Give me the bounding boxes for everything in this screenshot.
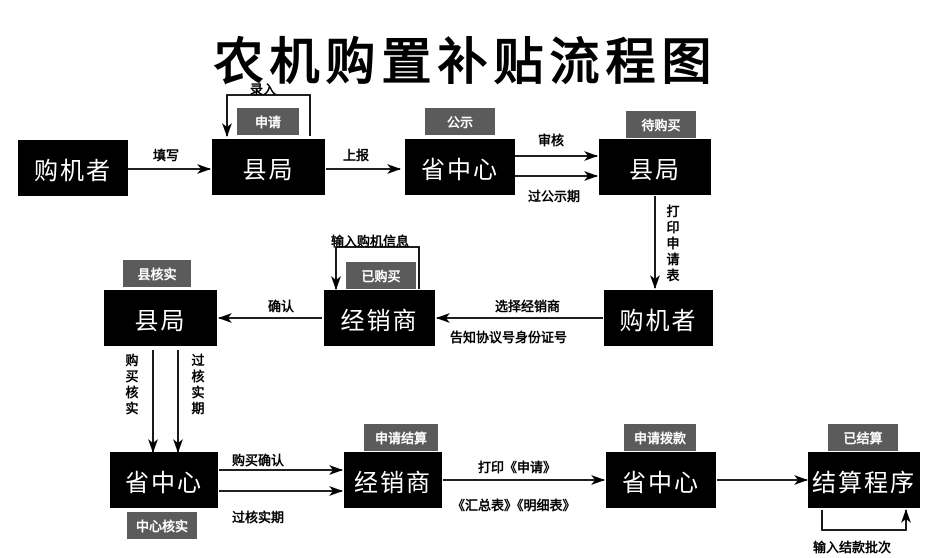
label-purchase-verify: 购买核实 xyxy=(125,354,139,417)
arrow-input-info xyxy=(331,246,420,290)
label-entry: 录入 xyxy=(250,83,277,98)
label-report: 上报 xyxy=(343,149,370,164)
page-title: 农机购置补贴流程图 xyxy=(213,33,718,91)
node-county-3: 县局 xyxy=(104,290,217,346)
label-fill: 填写 xyxy=(153,149,180,164)
node-province-3: 省中心 xyxy=(606,452,716,508)
label-print-form: 打印申请表 xyxy=(666,205,680,284)
tag-apply-settlement: 申请结算 xyxy=(364,424,438,451)
node-county-1: 县局 xyxy=(212,139,325,195)
tag-settled: 已结算 xyxy=(828,424,898,451)
tag-purchased: 已购买 xyxy=(346,262,416,289)
label-input-batch: 输入结款批次 xyxy=(813,541,892,556)
label-after-verify: 过核实期 xyxy=(191,354,205,417)
arrow-input-batch xyxy=(821,509,911,531)
label-after-verify-2: 过核实期 xyxy=(232,511,285,526)
node-dealer-2: 经销商 xyxy=(344,452,442,508)
node-settlement: 结算程序 xyxy=(808,452,920,508)
node-province-1: 省中心 xyxy=(405,139,515,195)
label-review: 审核 xyxy=(538,134,565,149)
node-dealer-1: 经销商 xyxy=(324,290,435,346)
tag-apply: 申请 xyxy=(237,108,299,135)
label-summary-detail: 《汇总表》《明细表》 xyxy=(452,499,576,514)
label-inform-id: 告知协议号身份证号 xyxy=(450,331,568,346)
tag-county-verify: 县核实 xyxy=(123,260,191,287)
arrow-entry xyxy=(222,94,311,137)
label-purchase-confirm: 购买确认 xyxy=(232,454,285,469)
node-buyer-1: 购机者 xyxy=(18,140,128,196)
tag-center-verify: 中心核实 xyxy=(127,512,197,539)
label-input-info: 输入购机信息 xyxy=(331,235,410,250)
tag-pending-purchase: 待购买 xyxy=(626,111,696,138)
label-after-publicity: 过公示期 xyxy=(528,190,581,205)
node-county-2: 县局 xyxy=(599,139,711,195)
label-select-dealer: 选择经销商 xyxy=(495,300,561,315)
label-confirm: 确认 xyxy=(268,300,295,315)
label-print-apply: 打印《申请》 xyxy=(478,461,557,476)
tag-publicize: 公示 xyxy=(425,108,495,135)
node-province-2: 省中心 xyxy=(110,452,218,508)
tag-apply-allocation: 申请拨款 xyxy=(624,424,696,451)
node-buyer-2: 购机者 xyxy=(604,290,713,346)
